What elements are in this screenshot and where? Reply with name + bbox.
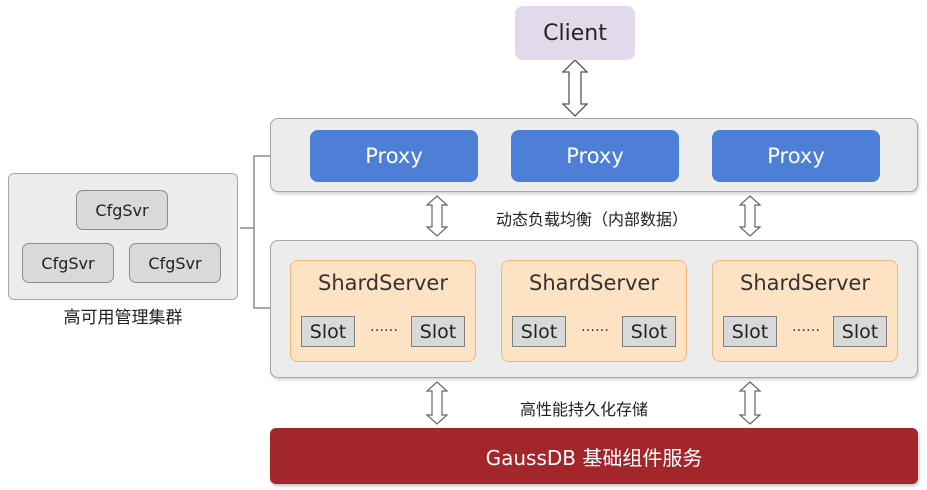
proxy-node: Proxy xyxy=(712,130,880,182)
slot: Slot xyxy=(512,316,566,347)
shard-server: ShardServer Slot …… Slot xyxy=(712,260,898,362)
slot: Slot xyxy=(833,316,887,347)
client-label: Client xyxy=(543,20,607,46)
slot-ellipsis: …… xyxy=(581,319,609,335)
proxy-label: Proxy xyxy=(566,144,624,168)
storage-arrow-right xyxy=(738,381,762,425)
client-proxy-arrow xyxy=(561,59,589,117)
persistent-storage-label: 高性能持久化存储 xyxy=(520,400,649,419)
cfgsvr-label: CfgSvr xyxy=(41,253,95,273)
cluster-bracket-lower xyxy=(253,228,270,309)
shard-server-title: ShardServer xyxy=(529,271,659,295)
slot: Slot xyxy=(723,316,777,347)
balance-arrow-left xyxy=(425,195,449,237)
shard-server: ShardServer Slot …… Slot xyxy=(290,260,476,362)
cfgsvr-node: CfgSvr xyxy=(129,243,221,283)
load-balance-label: 动态负载均衡（内部数据） xyxy=(496,210,689,229)
balance-arrow-right xyxy=(738,195,762,237)
slot-ellipsis: …… xyxy=(792,319,820,335)
cfgsvr-label: CfgSvr xyxy=(95,200,149,220)
shard-server-title: ShardServer xyxy=(318,271,448,295)
proxy-label: Proxy xyxy=(365,144,423,168)
cfgsvr-node: CfgSvr xyxy=(76,190,168,230)
gaussdb-base-label: GaussDB 基础组件服务 xyxy=(485,445,703,470)
gaussdb-base-service: GaussDB 基础组件服务 xyxy=(270,428,918,484)
slot: Slot xyxy=(301,316,355,347)
proxy-node: Proxy xyxy=(511,130,679,182)
config-cluster-caption: 高可用管理集群 xyxy=(63,308,183,328)
shard-server: ShardServer Slot …… Slot xyxy=(501,260,687,362)
slot: Slot xyxy=(411,316,465,347)
cluster-bracket xyxy=(240,155,270,229)
client-node: Client xyxy=(515,6,635,60)
slot: Slot xyxy=(622,316,676,347)
proxy-node: Proxy xyxy=(310,130,478,182)
proxy-label: Proxy xyxy=(767,144,825,168)
slot-ellipsis: …… xyxy=(370,319,398,335)
cfgsvr-label: CfgSvr xyxy=(148,253,202,273)
storage-arrow-left xyxy=(425,381,449,425)
cfgsvr-node: CfgSvr xyxy=(22,243,114,283)
shard-server-title: ShardServer xyxy=(740,271,870,295)
